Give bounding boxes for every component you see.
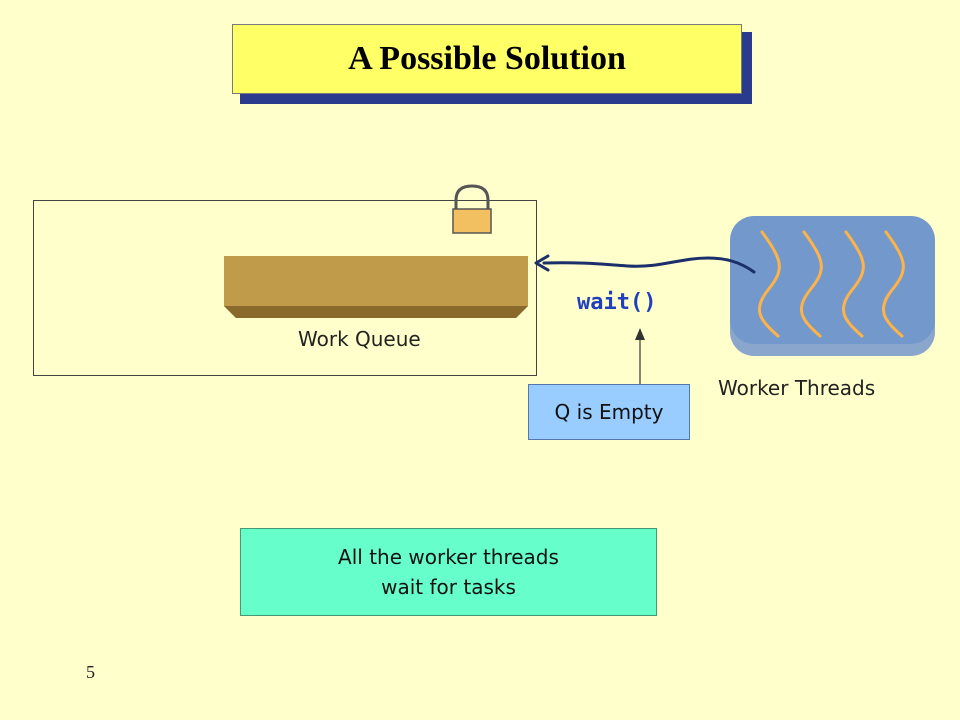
worker-threads-label: Worker Threads — [718, 376, 876, 400]
empty-condition-box: Q is Empty — [528, 384, 690, 440]
work-queue-label: Work Queue — [298, 327, 421, 351]
page-number: 5 — [86, 662, 95, 682]
condition-arrow — [635, 328, 645, 384]
thread-squiggle-icon — [757, 230, 905, 338]
lock-icon — [452, 184, 492, 234]
worker-threads-box — [730, 216, 935, 356]
title-box: A Possible Solution — [232, 24, 742, 94]
note-line-1: All the worker threads — [338, 545, 559, 569]
empty-condition-label: Q is Empty — [554, 400, 664, 424]
wait-call-label: wait() — [577, 290, 657, 315]
wait-arrow — [534, 254, 756, 274]
slide-title: A Possible Solution — [348, 40, 626, 77]
work-queue-area — [33, 200, 537, 376]
work-queue-tray — [224, 256, 528, 318]
note-line-2: wait for tasks — [381, 575, 516, 599]
note-box: All the worker threads wait for tasks — [240, 528, 657, 616]
